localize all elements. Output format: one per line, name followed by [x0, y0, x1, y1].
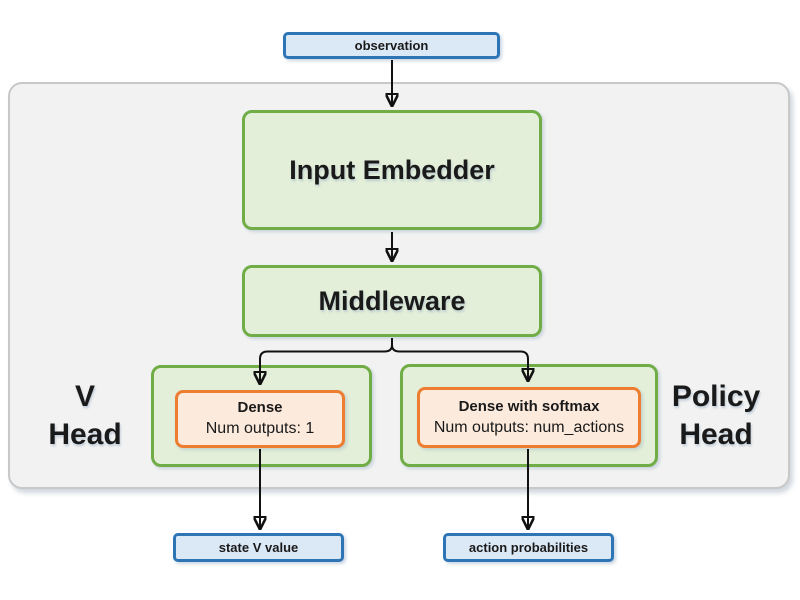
middleware-node: Middleware — [242, 265, 542, 337]
v-head-label: V Head — [20, 378, 150, 454]
action-probabilities-node: action probabilities — [443, 533, 614, 562]
policy-dense-title: Dense with softmax — [458, 397, 600, 415]
v-head-label-line2: Head — [48, 418, 122, 451]
policy-head-label-line1: Policy — [671, 380, 761, 413]
v-head-label-line1: V — [74, 380, 95, 413]
observation-label: observation — [354, 38, 429, 53]
input-embedder-node: Input Embedder — [242, 110, 542, 230]
policy-head-label: Policy Head — [634, 378, 798, 454]
state-v-value-label: state V value — [218, 540, 299, 555]
action-probabilities-label: action probabilities — [468, 540, 589, 555]
v-dense-title: Dense — [237, 399, 283, 417]
observation-node: observation — [283, 32, 500, 59]
v-dense-layer: Dense Num outputs: 1 — [175, 390, 345, 448]
middleware-label: Middleware — [318, 285, 466, 316]
policy-head-label-line2: Head — [679, 418, 753, 451]
state-v-value-node: state V value — [173, 533, 344, 562]
input-embedder-label: Input Embedder — [289, 154, 495, 185]
v-dense-subtitle: Num outputs: 1 — [205, 420, 315, 438]
policy-dense-layer: Dense with softmax Num outputs: num_acti… — [417, 387, 641, 448]
policy-dense-subtitle: Num outputs: num_actions — [433, 418, 625, 436]
